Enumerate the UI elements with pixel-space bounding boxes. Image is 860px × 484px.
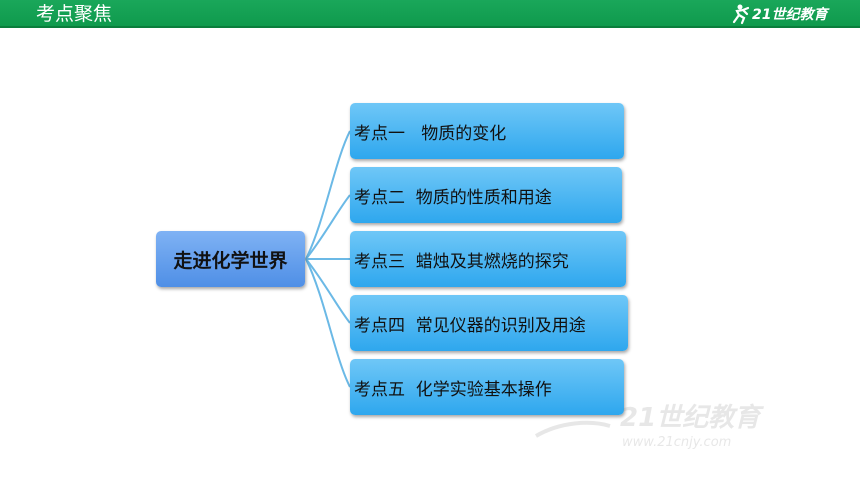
watermark-url: www.21cnjy.com [622, 435, 731, 450]
runner-logo-icon: 21世纪教育 [732, 4, 830, 25]
branch-node-3: 考点三 蜡烛及其燃烧的探究 [350, 231, 626, 287]
branch-node-1: 考点一 物质的变化 [350, 103, 624, 159]
branch-node-4: 考点四 常见仪器的识别及用途 [350, 295, 628, 351]
connector-4 [305, 258, 351, 324]
section-title: 考点聚焦 [36, 3, 113, 25]
brand-logo: 21世纪教育 [730, 2, 846, 26]
branch-node-5: 考点五 化学实验基本操作 [350, 359, 624, 415]
watermark: 21世纪教育 www.21cnjy.com [530, 396, 830, 452]
connector-2 [305, 194, 351, 260]
header-bar: 考点聚焦 21世纪教育 [0, 0, 860, 28]
root-node: 走进化学世界 [156, 231, 305, 287]
connector-5 [305, 258, 351, 388]
connector-1 [305, 130, 351, 260]
logo-text: 21世纪教育 [752, 6, 830, 23]
watermark-text: 21世纪教育 [620, 403, 764, 433]
branch-node-2: 考点二 物质的性质和用途 [350, 167, 622, 223]
